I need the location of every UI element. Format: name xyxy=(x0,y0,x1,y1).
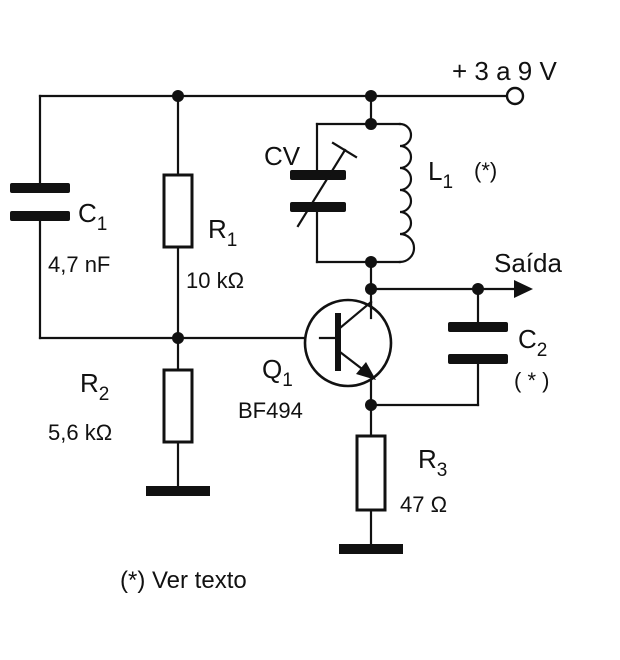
junction-dot xyxy=(472,283,484,295)
output-arrow-icon xyxy=(514,280,533,298)
junction-dot xyxy=(365,399,377,411)
cv-tuning-bar xyxy=(331,141,358,159)
c2-note: ( * ) xyxy=(514,368,549,393)
c2-label: C2 xyxy=(518,324,547,361)
cv-plate-top xyxy=(290,170,346,180)
capacitor-c2 xyxy=(448,322,508,364)
variable-capacitor-cv xyxy=(290,141,358,228)
r2-label: R2 xyxy=(80,368,109,405)
c2-plate-bottom xyxy=(448,354,508,364)
c1-value: 4,7 nF xyxy=(48,252,110,277)
junction-dots xyxy=(172,90,484,411)
footnote: (*) Ver texto xyxy=(120,567,247,594)
l1-label: L1 xyxy=(428,156,453,193)
junction-dot xyxy=(365,90,377,102)
q1-part: BF494 xyxy=(238,398,303,423)
ground-symbol xyxy=(146,486,210,496)
junction-dot xyxy=(365,118,377,130)
q1-label: Q1 xyxy=(262,354,293,391)
cv-tuning-arrow xyxy=(296,148,347,228)
r3-value: 47 Ω xyxy=(400,492,447,517)
ground-symbol xyxy=(339,544,403,554)
junction-dot xyxy=(172,90,184,102)
r1-value: 10 kΩ xyxy=(186,268,244,293)
c2-plate-top xyxy=(448,322,508,332)
c1-label: C1 xyxy=(78,198,107,235)
c1-plate-bottom xyxy=(10,211,70,221)
resistor-r2 xyxy=(162,368,194,444)
emitter-arrow-icon xyxy=(356,362,376,380)
output-label: Saída xyxy=(494,248,562,278)
cv-label: CV xyxy=(264,141,301,171)
resistor-r1 xyxy=(162,173,194,249)
collector-lead xyxy=(338,300,373,330)
capacitor-c1 xyxy=(10,183,70,221)
junction-dot xyxy=(172,332,184,344)
junction-dot xyxy=(365,256,377,268)
supply-label: + 3 a 9 V xyxy=(452,56,557,86)
transistor-body xyxy=(303,298,393,388)
r3-label: R3 xyxy=(418,444,447,481)
supply-terminal xyxy=(505,86,525,106)
junction-dot xyxy=(365,283,377,295)
r1-label: R1 xyxy=(208,214,237,251)
transistor-q1 xyxy=(303,298,393,388)
c1-plate-top xyxy=(10,183,70,193)
resistor-r3 xyxy=(355,434,387,512)
inductor-l1 xyxy=(398,122,416,264)
l1-note: (*) xyxy=(474,158,497,183)
r2-value: 5,6 kΩ xyxy=(48,420,112,445)
cv-plate-bottom xyxy=(290,202,346,212)
